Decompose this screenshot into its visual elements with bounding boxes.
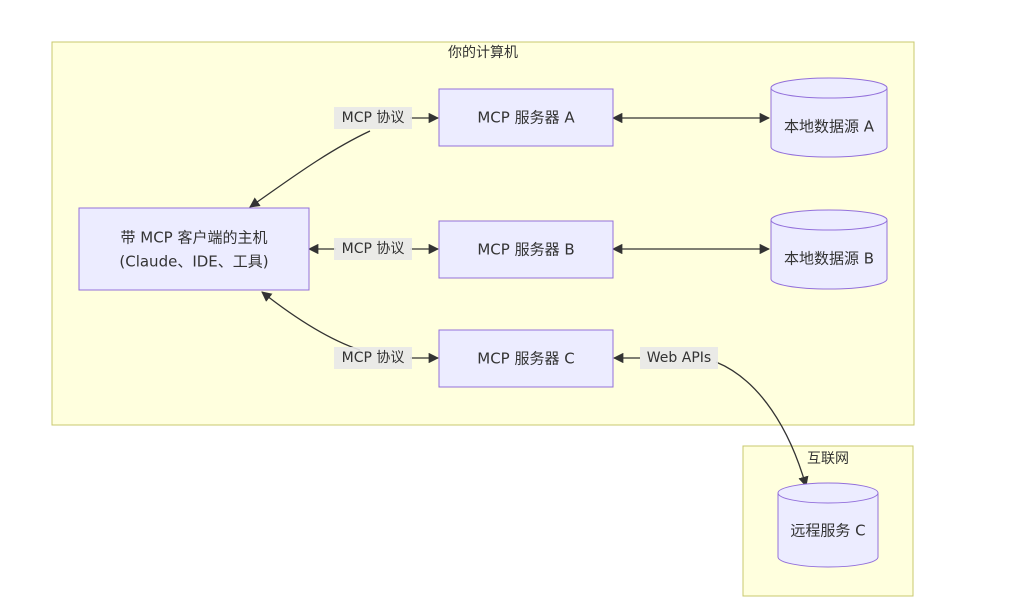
edge-label-bg: [334, 238, 412, 260]
cluster-internet: 互联网: [742, 445, 914, 597]
node-server-c-box: [438, 329, 614, 388]
node-remote-c: 远程服务 C: [777, 482, 879, 568]
node-host-line2: (Claude、IDE、工具): [119, 253, 268, 271]
node-server-a-label: MCP 服务器 A: [477, 109, 575, 127]
edge-label-host-server-a: MCP 协议: [334, 107, 412, 129]
data-a-cylinder-icon: [770, 77, 888, 158]
edge-label-text: MCP 协议: [342, 350, 405, 366]
node-server-a: MCP 服务器 A: [438, 88, 614, 147]
edge-label-host-server-b: MCP 协议: [334, 238, 412, 260]
cluster-your-computer-label: 你的计算机: [448, 45, 518, 61]
node-data-a: 本地数据源 A: [770, 77, 888, 158]
edge-label-bg: [334, 347, 412, 369]
node-server-c-label: MCP 服务器 C: [477, 350, 574, 368]
node-host: 带 MCP 客户端的主机 (Claude、IDE、工具): [78, 207, 310, 291]
node-server-b: MCP 服务器 B: [438, 220, 614, 279]
remote-c-cylinder-icon: [777, 482, 879, 568]
node-server-b-label: MCP 服务器 B: [477, 241, 574, 259]
data-b-cylinder-rim-icon: [770, 219, 888, 231]
node-server-c: MCP 服务器 C: [438, 329, 614, 388]
remote-c-cylinder-rim-icon: [777, 492, 879, 504]
node-host-line1: 带 MCP 客户端的主机: [121, 229, 268, 247]
node-data-b: 本地数据源 B: [770, 209, 888, 290]
edge-label-text: MCP 协议: [342, 241, 405, 257]
edge-label-text: Web APIs: [647, 350, 711, 366]
node-server-b-box: [438, 220, 614, 279]
node-host-box: [78, 207, 310, 291]
cluster-internet-label: 互联网: [807, 451, 849, 467]
edge-label-host-server-c: MCP 协议: [334, 347, 412, 369]
node-data-b-label: 本地数据源 B: [784, 250, 874, 268]
node-remote-c-label: 远程服务 C: [790, 522, 865, 540]
edge-label-bg: [640, 347, 718, 369]
node-server-a-box: [438, 88, 614, 147]
edge-label-text: MCP 协议: [342, 110, 405, 126]
data-a-cylinder-rim-icon: [770, 87, 888, 99]
cluster-internet-box: [742, 445, 914, 597]
edge-host-server-a-curve: [249, 130, 371, 208]
edge-host-server-c-curve: [261, 291, 361, 351]
edge-label-bg: [334, 107, 412, 129]
data-b-cylinder-icon: [770, 209, 888, 290]
edge-server-c-remote-curve: [715, 361, 809, 487]
edge-label-server-c-remote: Web APIs: [640, 347, 718, 369]
node-data-a-label: 本地数据源 A: [784, 118, 875, 136]
